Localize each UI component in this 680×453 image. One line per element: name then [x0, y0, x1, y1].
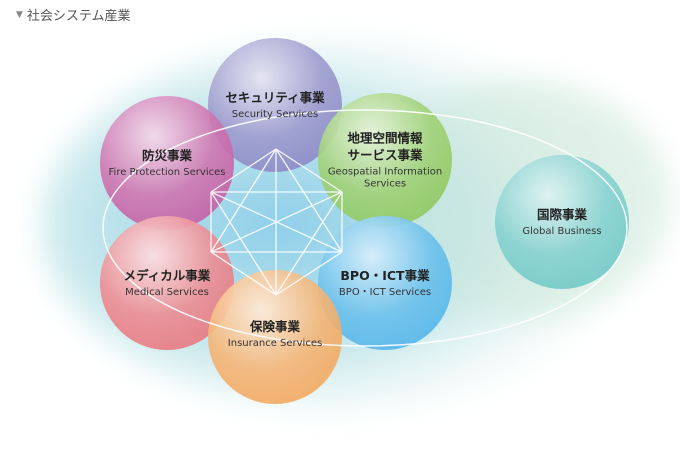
segment-label-bpo[interactable]: BPO・ICT事業 BPO・ICT Services — [339, 267, 431, 299]
circle-highlight — [318, 93, 452, 227]
segment-jp: メディカル事業 — [123, 268, 211, 283]
segment-jp: 防災事業 — [141, 148, 192, 163]
segment-label-global[interactable]: 国際事業 Global Business — [522, 206, 601, 238]
segment-en: BPO・ICT Services — [338, 287, 432, 298]
segment-label-security[interactable]: セキュリティ事業 Security Services — [225, 89, 324, 121]
segment-en: Geospatial Information Services — [327, 166, 443, 190]
segment-jp: 地理空間情報 サービス事業 — [347, 130, 423, 163]
segment-jp: 保険事業 — [249, 319, 301, 334]
segment-jp: BPO・ICT事業 — [340, 268, 430, 283]
circle-highlight — [100, 216, 234, 350]
network-line — [210, 148, 277, 193]
circle-highlight — [100, 96, 234, 230]
circle-highlight — [495, 155, 629, 289]
segment-en: Medical Services — [125, 287, 209, 298]
segment-label-geo[interactable]: 地理空間情報 サービス事業 Geospatial Information Serv… — [328, 130, 442, 191]
segment-label-fire[interactable]: 防災事業 Fire Protection Services — [109, 147, 226, 179]
network-line — [210, 148, 277, 253]
segment-en: Insurance Services — [227, 338, 323, 349]
segment-en: Fire Protection Services — [108, 167, 226, 178]
segment-label-medical[interactable]: メディカル事業 Medical Services — [124, 267, 211, 299]
network-line — [210, 251, 277, 296]
network-line — [275, 251, 343, 296]
circle-highlight — [318, 216, 452, 350]
segment-jp: 国際事業 — [536, 207, 587, 222]
segment-jp: セキュリティ事業 — [225, 90, 325, 105]
section-title: 社会システム産業 — [26, 9, 131, 24]
segment-label-insurance[interactable]: 保険事業 Insurance Services — [228, 318, 322, 350]
network-line — [275, 148, 343, 193]
segment-en: Security Services — [231, 109, 319, 120]
triangle-down-icon: ▼ — [16, 9, 23, 20]
circle-highlight — [208, 38, 342, 172]
network-line — [210, 191, 277, 296]
segment-en: Global Business — [522, 226, 602, 237]
network-line — [275, 148, 343, 253]
circle-highlight — [208, 270, 342, 404]
network-line — [275, 191, 343, 296]
outer-ellipse — [102, 109, 628, 347]
section-header[interactable]: ▼ 社会システム産業 — [16, 5, 131, 24]
network-line — [210, 191, 343, 253]
